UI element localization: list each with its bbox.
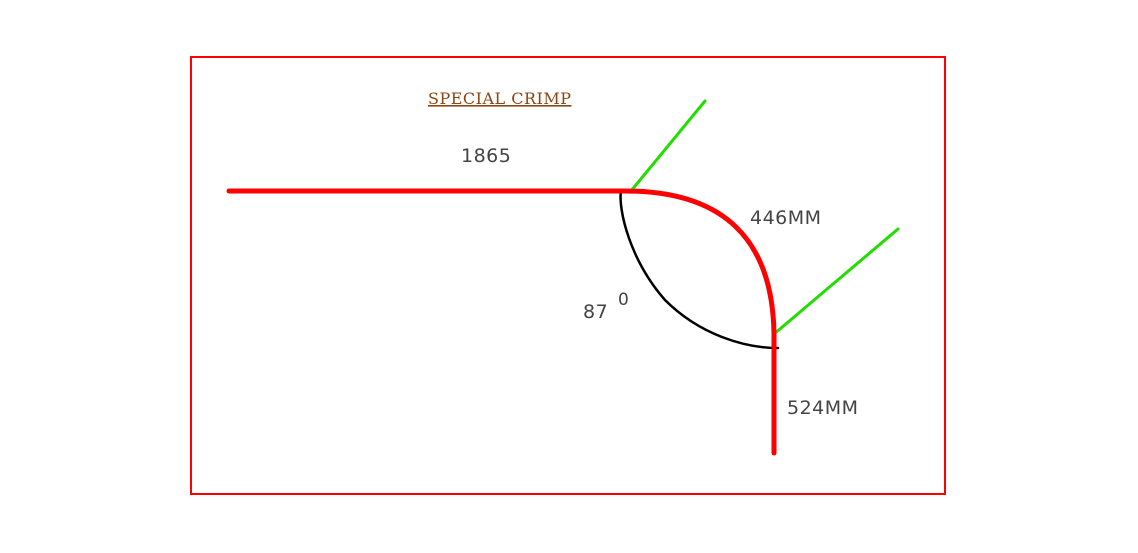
label-length-vertical: 524MM: [787, 397, 859, 419]
label-length-straight: 1865: [461, 145, 511, 167]
label-length-arc: 446MM: [750, 207, 822, 229]
label-angle-value: 87: [583, 301, 608, 323]
profile-bend-arc: [622, 188, 777, 337]
tangent-mark-start: [629, 99, 707, 193]
tangent-mark-end: [772, 227, 900, 336]
angle-arc: [619, 188, 780, 350]
drawing-frame: [190, 56, 946, 495]
label-angle-unit: 0: [618, 290, 629, 310]
drawing-title: SPECIAL CRIMP: [428, 89, 572, 108]
